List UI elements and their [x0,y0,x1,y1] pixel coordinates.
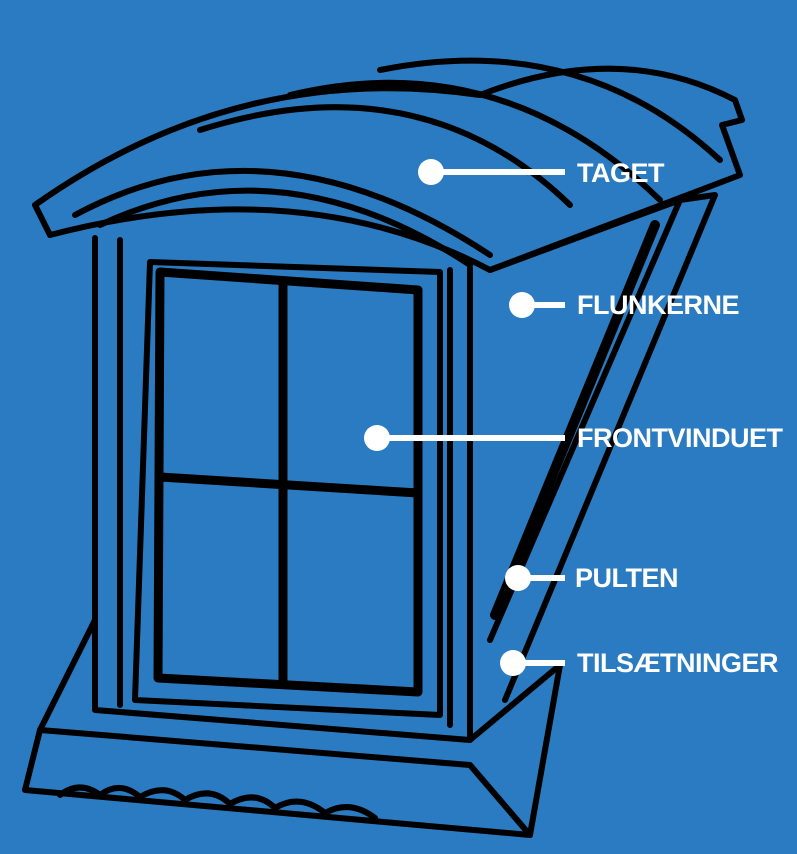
label-flunkerne: FLUNKERNE [577,290,740,320]
roof-rib-2 [287,79,663,203]
label-frontvinduet: FRONTVINDUET [577,423,783,453]
label-tilsaetninger: TILSÆTNINGER [577,648,779,678]
roof-rib-3 [377,57,723,163]
base-flashing [22,727,533,838]
label-taget: TAGET [577,158,665,188]
dormer-drawing [22,57,745,838]
roof-arc-front [72,167,493,258]
base-waves [57,784,378,821]
leader-lines [364,159,565,676]
roof-arc-inner [97,187,473,268]
window-sash [153,267,423,697]
front-posts [117,237,453,728]
front-frame [92,235,473,743]
window-outer-frame [132,259,443,718]
label-pulten: PULTEN [575,563,679,593]
pulten-edge [490,220,660,620]
window-mullions [155,277,423,688]
side-slope [502,192,718,703]
roof-outline [32,65,745,273]
